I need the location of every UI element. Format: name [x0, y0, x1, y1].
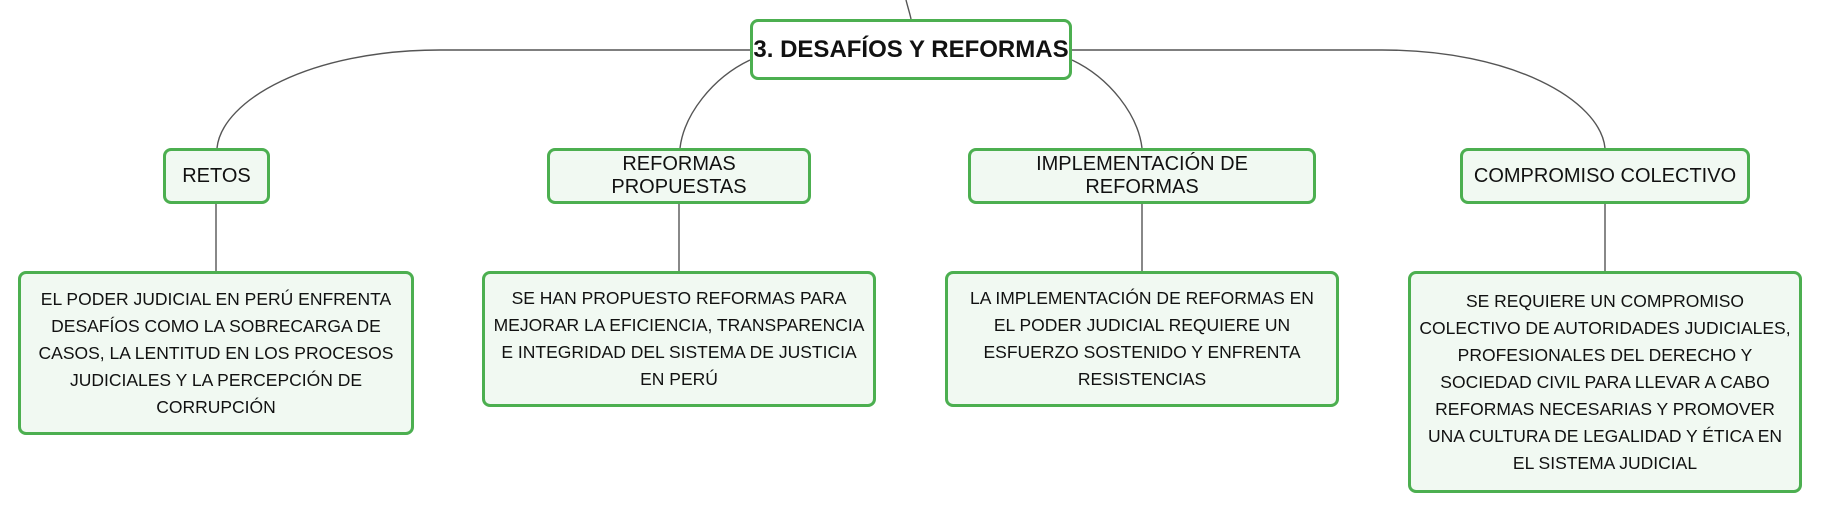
category-node-compromiso[interactable]: COMPROMISO COLECTIVO [1460, 148, 1750, 204]
category-label: IMPLEMENTACIÓN DE REFORMAS [1036, 153, 1248, 198]
connector-root-retos [216, 49, 750, 149]
detail-text: SE REQUIERE UN COMPROMISO COLECTIVO DE A… [1419, 290, 1791, 473]
connector-root-reformas [679, 59, 751, 149]
category-label: RETOS [182, 164, 251, 187]
root-label: 3. DESAFÍOS Y REFORMAS [753, 35, 1069, 63]
category-label: REFORMAS PROPUESTAS [611, 153, 747, 198]
detail-node-reformas-propuestas[interactable]: SE HAN PROPUESTO REFORMAS PARA MEJORAR L… [482, 271, 876, 407]
category-node-reformas-propuestas[interactable]: REFORMAS PROPUESTAS [547, 148, 811, 204]
detail-text: LA IMPLEMENTACIÓN DE REFORMAS EN EL PODE… [970, 288, 1314, 389]
category-node-implementacion[interactable]: IMPLEMENTACIÓN DE REFORMAS [968, 148, 1316, 204]
category-node-retos[interactable]: RETOS [163, 148, 270, 204]
connector-root-implementacion [1071, 59, 1143, 149]
root-node[interactable]: 3. DESAFÍOS Y REFORMAS [750, 19, 1072, 80]
detail-text: EL PODER JUDICIAL EN PERÚ ENFRENTA DESAF… [38, 288, 394, 417]
category-label: COMPROMISO COLECTIVO [1473, 164, 1737, 187]
detail-node-implementacion[interactable]: LA IMPLEMENTACIÓN DE REFORMAS EN EL PODE… [945, 271, 1339, 407]
detail-node-retos[interactable]: EL PODER JUDICIAL EN PERÚ ENFRENTA DESAF… [18, 271, 414, 435]
detail-text: SE HAN PROPUESTO REFORMAS PARA MEJORAR L… [493, 288, 865, 389]
detail-node-compromiso[interactable]: SE REQUIERE UN COMPROMISO COLECTIVO DE A… [1408, 271, 1802, 493]
connector-parent [905, 0, 912, 20]
connector-root-compromiso [1072, 49, 1606, 149]
